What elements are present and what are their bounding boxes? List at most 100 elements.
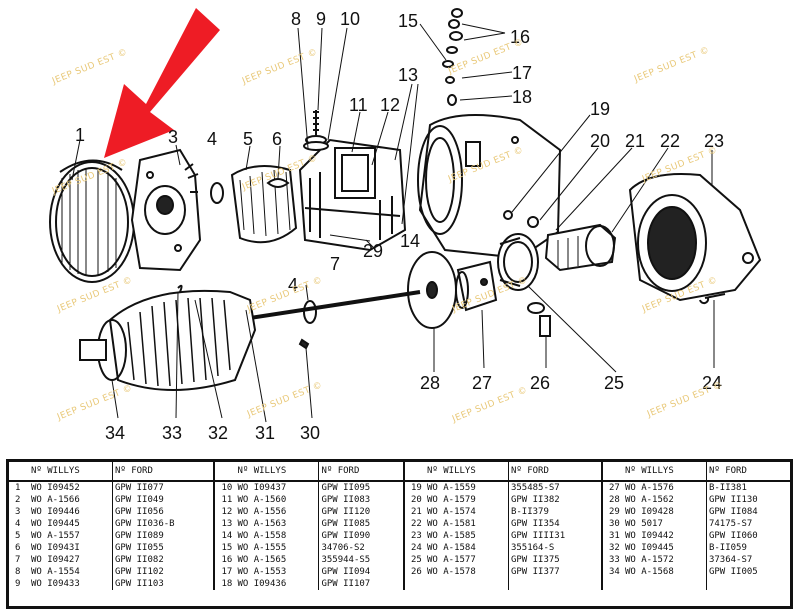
callout-32: 32 <box>208 423 229 443</box>
willys-part-number: WO A-1568 <box>624 567 674 577</box>
willys-part-number: WO A-1559 <box>426 483 476 493</box>
part-drive-end-housing <box>628 173 762 302</box>
item-number <box>402 578 425 590</box>
ford-part-number: GPW II084 <box>705 506 790 518</box>
callout-15: 15 <box>398 11 419 31</box>
willys-part-number: WO A-1560 <box>237 495 287 505</box>
item-number: 1 <box>15 483 21 493</box>
ford-part-number: 355944-S5 <box>318 554 404 566</box>
ford-part-number: GPW II077 <box>111 481 215 494</box>
ford-part-number: 34706-S2 <box>318 542 404 554</box>
item-number: 5 <box>15 531 21 541</box>
willys-part-number: WO A-1574 <box>426 507 476 517</box>
part-screw-19 <box>503 210 513 220</box>
callout-16: 16 <box>510 27 531 47</box>
callout-1: 1 <box>75 125 86 145</box>
willys-part-number: WO I09446 <box>31 507 80 517</box>
willys-part-number <box>425 578 508 590</box>
callout-27: 27 <box>472 373 493 393</box>
callout-24: 24 <box>702 373 723 393</box>
callout-34: 34 <box>105 423 126 443</box>
callout-10: 10 <box>340 9 361 29</box>
willys-part-number: WO 5017 <box>624 519 663 529</box>
item-number: 22 <box>402 518 425 530</box>
item-number: 28 <box>600 494 623 506</box>
item-number: 11 <box>213 494 236 506</box>
callout-6: 6 <box>272 129 283 149</box>
willys-part-number: WO A-1581 <box>426 519 476 529</box>
item-number: 7 <box>15 555 21 565</box>
item-number <box>600 578 623 590</box>
ford-part-number: 37364-S7 <box>705 554 790 566</box>
callout-12: 12 <box>380 95 401 115</box>
part-29 <box>329 234 371 242</box>
ford-part-number: GPW II094 <box>318 566 404 578</box>
willys-part-number: WO A-1577 <box>426 555 476 565</box>
ford-part-number: GPW II083 <box>318 494 404 506</box>
header-willys: Nº WILLYS <box>29 462 113 482</box>
callout-7: 7 <box>330 254 341 274</box>
item-number: 31 <box>600 530 623 542</box>
willys-part-number: WO I09445 <box>31 519 80 529</box>
ford-part-number: GPW II085 <box>318 518 404 530</box>
willys-part-number: WO I09427 <box>31 555 80 565</box>
item-number: 27 <box>600 481 623 494</box>
ford-part-number: GPW II049 <box>111 494 215 506</box>
item-number: 19 <box>402 481 425 494</box>
item-number: 17 <box>213 566 236 578</box>
callout-25: 25 <box>604 373 625 393</box>
header-willys: Nº WILLYS <box>424 462 509 482</box>
callout-18: 18 <box>512 87 533 107</box>
item-number: 24 <box>402 542 425 554</box>
ford-part-number: GPW II102 <box>111 566 215 578</box>
ford-part-number: GPW II377 <box>507 566 602 578</box>
item-number: 14 <box>213 530 236 542</box>
willys-part-number: WO I09442 <box>624 531 674 541</box>
willys-part-number <box>623 578 706 590</box>
callout-33: 33 <box>162 423 183 443</box>
willys-part-number: WO I0943I <box>31 543 80 553</box>
ford-part-number: GPW II107 <box>318 578 404 590</box>
ford-part-number: GPW II382 <box>507 494 602 506</box>
ford-part-number: B-II379 <box>507 506 602 518</box>
item-number: 2 <box>15 495 21 505</box>
callout-20: 20 <box>590 131 611 151</box>
item-number: 13 <box>213 518 236 530</box>
willys-part-number: WO A-1553 <box>237 567 287 577</box>
item-number: 18 <box>213 578 236 590</box>
item-number: 34 <box>600 566 623 578</box>
ford-part-number: GPW II095 <box>318 481 404 494</box>
leader-lines <box>71 23 715 423</box>
callout-30: 30 <box>300 423 321 443</box>
ford-part-number: GPW II354 <box>507 518 602 530</box>
part-field-frame <box>298 138 407 252</box>
parts-table: Nº WILLYS Nº FORD Nº WILLYS Nº FORD Nº W… <box>9 462 790 590</box>
willys-part-number: WO A-1572 <box>624 555 674 565</box>
callout-31: 31 <box>255 423 276 443</box>
willys-part-number: WO I09452 <box>31 483 80 493</box>
item-number: 3 <box>15 507 21 517</box>
item-number: 20 <box>402 494 425 506</box>
ford-part-number <box>705 578 790 590</box>
item-number: 4 <box>15 519 21 529</box>
item-number: 21 <box>402 506 425 518</box>
willys-part-number: WO A-1584 <box>426 543 476 553</box>
ford-part-number <box>507 578 602 590</box>
callout-23: 23 <box>704 131 725 151</box>
callout-22: 22 <box>660 131 681 151</box>
willys-part-number: WO A-1585 <box>426 531 476 541</box>
parts-reference-table: Nº WILLYS Nº FORD Nº WILLYS Nº FORD Nº W… <box>6 459 793 609</box>
ford-part-number: B-II059 <box>705 542 790 554</box>
willys-part-number: WO A-1556 <box>237 507 287 517</box>
ford-part-number: GPW IIII31 <box>507 530 602 542</box>
willys-part-number: WO A-1566 <box>31 495 80 505</box>
ford-part-number: GPW II055 <box>111 542 215 554</box>
red-arrow-icon <box>104 8 220 158</box>
exploded-view-drawing <box>49 8 762 423</box>
willys-part-number: WO I09437 <box>237 483 287 493</box>
part-terminal-stud <box>303 110 329 151</box>
